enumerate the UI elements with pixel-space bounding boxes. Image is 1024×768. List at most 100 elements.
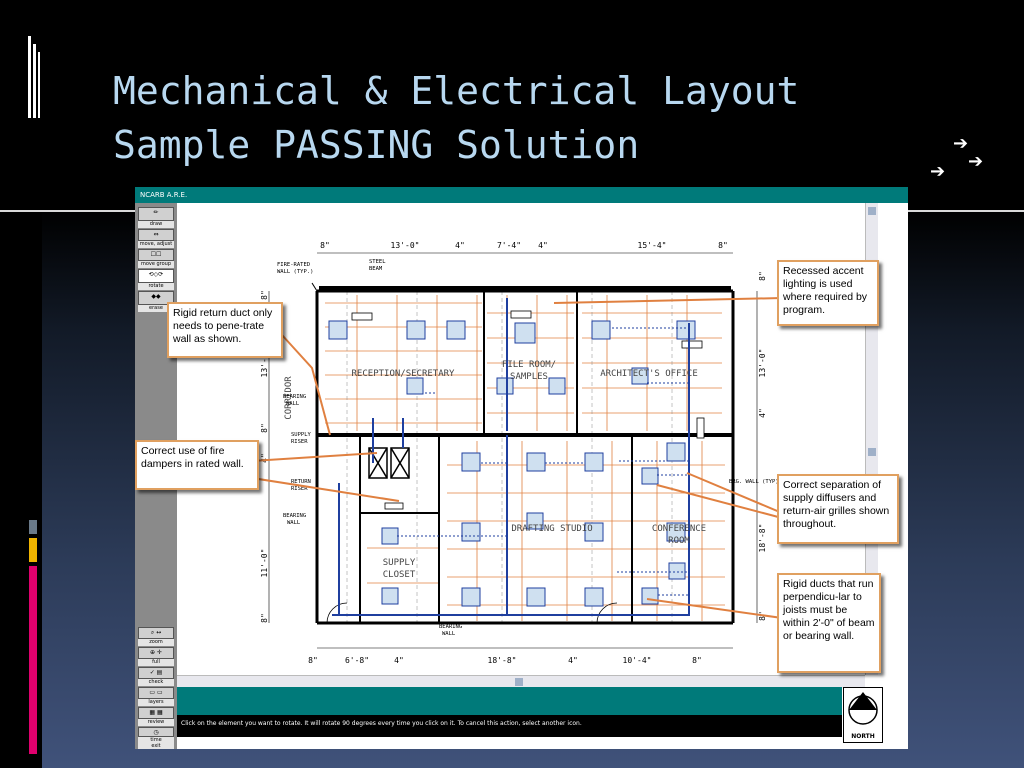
- dim-right: 4": [758, 408, 767, 418]
- room-label-supply-closet-2: CLOSET: [383, 570, 416, 580]
- dim-bottom: 8": [308, 656, 318, 665]
- dim-left: 11'-0": [260, 549, 269, 578]
- note-bearing-wall-2b: WALL: [287, 520, 301, 526]
- time-tool-button[interactable]: ◷: [138, 727, 174, 737]
- move-group-tool-button[interactable]: ☐☐: [138, 249, 174, 261]
- note-return-riser: RETURN: [291, 479, 311, 485]
- review-tool-label: review: [138, 719, 174, 726]
- diffusers: [328, 320, 696, 607]
- are-app-window: NCARB A.R.E. ✏ draw ⇔ move, adjust ☐☐ mo…: [135, 187, 908, 749]
- move-adjust-tool-button[interactable]: ⇔: [138, 229, 174, 241]
- dims-top: 8" 13'-0" 4" 7'-4" 4" 15'-4" 8": [320, 241, 728, 250]
- exit-tool-label[interactable]: exit: [138, 743, 174, 749]
- check-tool-button[interactable]: ✓ ▤: [138, 667, 174, 679]
- arrow-icon: ➔: [953, 133, 969, 154]
- dim-bottom: 18'-8": [488, 656, 517, 665]
- fire-dampers: [368, 447, 410, 479]
- accent-slate: [29, 520, 37, 534]
- note-fire-rated-wall: FIRE-RATED: [277, 262, 310, 268]
- scroll-thumb[interactable]: [515, 678, 523, 686]
- slide-divider-left: [0, 210, 42, 212]
- scroll-up-icon[interactable]: [868, 207, 876, 215]
- dim-top: 8": [718, 241, 728, 250]
- dim-right: 8": [758, 271, 767, 281]
- callout-rigid-return: Rigid return duct only needs to pene-tra…: [167, 302, 283, 358]
- move-group-tool-label: move group: [138, 261, 174, 268]
- dim-bottom: 4": [394, 656, 404, 665]
- callout-fire-dampers: Correct use of fire dampers in rated wal…: [135, 440, 259, 490]
- room-label-reception: RECEPTION/SECRETARY: [352, 369, 456, 379]
- draw-tool-button[interactable]: ✏: [138, 207, 174, 221]
- dim-top: 15'-4": [638, 241, 667, 250]
- dims-bottom: 8" 6'-8" 4" 18'-8" 4" 10'-4" 8": [308, 656, 702, 665]
- callout-rigid-ducts: Rigid ducts that run perpendicu-lar to j…: [777, 573, 881, 673]
- review-tool-button[interactable]: ▦ ▦: [138, 707, 174, 719]
- layers-tool-button[interactable]: ▭ ▭: [138, 687, 174, 699]
- dim-bottom: 10'-4": [623, 656, 652, 665]
- move-adjust-tool-label: move, adjust: [138, 241, 174, 248]
- plan-notes: FIRE-RATED WALL (TYP.) STEEL BEAM BEARIN…: [277, 259, 779, 637]
- slide-title-line2: Sample PASSING Solution: [113, 123, 640, 167]
- dim-left: 8": [260, 423, 269, 433]
- dim-left: 4": [260, 453, 269, 463]
- room-label-drafting: DRAFTING STUDIO: [511, 524, 592, 534]
- dim-top: 8": [320, 241, 330, 250]
- full-tool-button[interactable]: ⊕ ✛: [138, 647, 174, 659]
- note-supply-riser: SUPPLY: [291, 432, 312, 438]
- app-title-bar: NCARB A.R.E.: [135, 187, 908, 203]
- dim-top: 13'-0": [391, 241, 420, 250]
- dim-left: 8": [260, 290, 269, 300]
- note-return-riser-2: RISER: [291, 486, 308, 492]
- dim-left: 13'-0": [260, 349, 269, 378]
- arrow-icon: ➔: [930, 161, 946, 182]
- dim-right: 18'-8": [758, 524, 767, 553]
- dim-bottom: 8": [692, 656, 702, 665]
- dims-right: 8" 13'-0" 4" 18'-8" 8": [758, 271, 767, 621]
- callout-separation: Correct separation of supply diffusers a…: [777, 474, 899, 544]
- room-label-file-room: FILE ROOM/: [502, 360, 556, 370]
- room-label-conference-2: ROOM: [668, 536, 690, 546]
- note-bearing-wall-3b: WALL: [442, 631, 456, 637]
- layers-tool-label: layers: [138, 699, 174, 706]
- ducts: [332, 298, 690, 616]
- slide-title-line1: Mechanical & Electrical Layout: [113, 69, 800, 113]
- flex-ducts: [397, 327, 689, 596]
- drawing-canvas[interactable]: RECEPTION/SECRETARY FILE ROOM/ SAMPLES A…: [177, 203, 865, 675]
- erase-tool-button[interactable]: ◆◆: [138, 291, 174, 305]
- callout-recessed-lighting: Recessed accent lighting is used where r…: [777, 260, 879, 326]
- dim-left: 8": [260, 613, 269, 623]
- zoom-tool-button[interactable]: ⌕ ↔: [138, 627, 174, 639]
- note-bearing-wall-1b: WALL: [286, 401, 300, 407]
- check-tool-label: check: [138, 679, 174, 686]
- slide-title: Mechanical & Electrical Layout Sample PA…: [113, 64, 799, 172]
- dim-top: 7'-4": [497, 241, 521, 250]
- zoom-tool-label: zoom: [138, 639, 174, 646]
- draw-tool-label: draw: [138, 221, 174, 228]
- horizontal-scrollbar[interactable]: [177, 675, 865, 688]
- dims-left: 8" 13'-0" 8" 4" 11'-0" 8": [260, 290, 269, 623]
- note-steel-beam-2: BEAM: [369, 266, 383, 272]
- note-bearing-wall-2: BEARING: [283, 513, 306, 519]
- note-supply-riser-2: RISER: [291, 439, 308, 445]
- note-bearing-wall-3: BEARING: [439, 624, 462, 630]
- arrow-icon: ➔: [968, 151, 984, 172]
- room-labels: RECEPTION/SECRETARY FILE ROOM/ SAMPLES A…: [284, 360, 706, 580]
- note-bearing-wall-1: BEARING: [283, 394, 306, 400]
- scroll-thumb[interactable]: [868, 448, 876, 456]
- time-tool-label: time: [138, 737, 174, 744]
- dim-bottom: 4": [568, 656, 578, 665]
- return-grilles: [351, 310, 705, 510]
- status-bar: Click on the element you want to rotate.…: [177, 715, 842, 737]
- steel-beam: [319, 286, 731, 291]
- message-band: [177, 687, 842, 715]
- dim-top: 4": [455, 241, 465, 250]
- north-arrow-icon: [848, 692, 878, 725]
- note-bearing-wall-right: BRG. WALL (TYP): [729, 479, 779, 485]
- room-label-corridor: CORRIDOR: [284, 376, 294, 420]
- full-tool-label: full: [138, 659, 174, 666]
- north-label: NORTH: [851, 733, 875, 740]
- rotate-tool-button[interactable]: ⟲◇⟳: [138, 269, 174, 283]
- note-steel-beam: STEEL: [369, 259, 386, 265]
- accent-yellow: [29, 538, 37, 562]
- erase-tool-label: erase: [138, 305, 174, 312]
